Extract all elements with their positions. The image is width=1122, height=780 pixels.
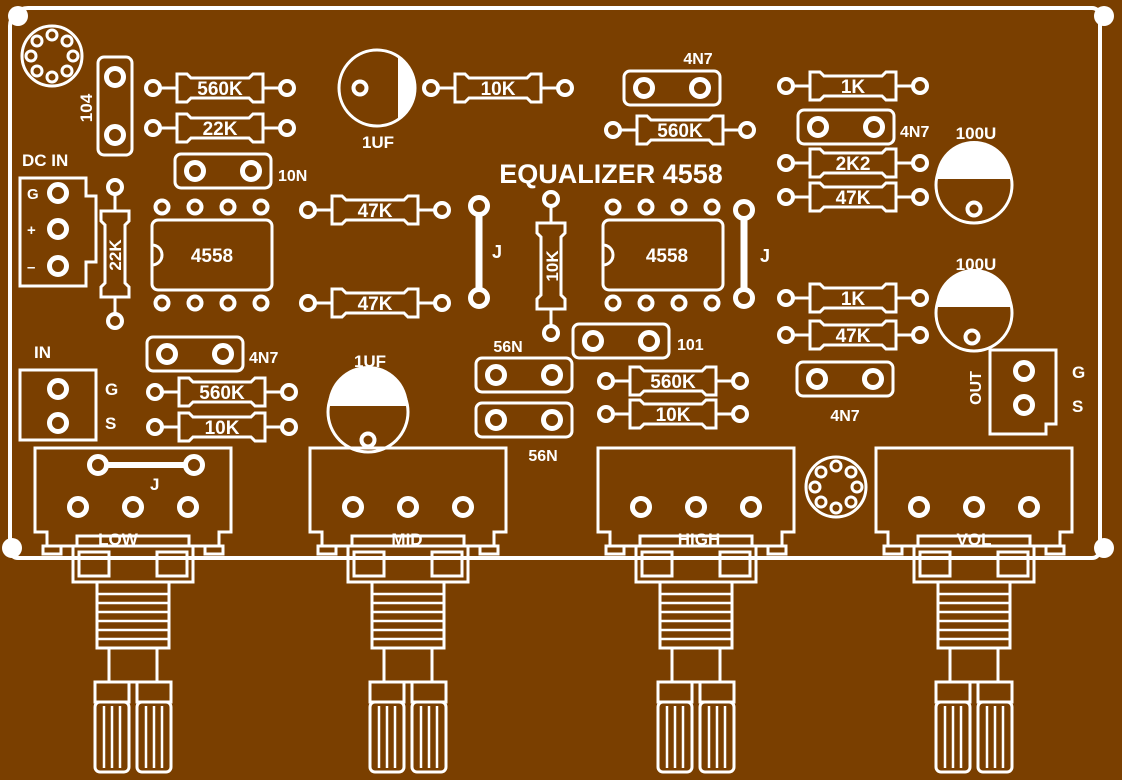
svg-text:56N: 56N bbox=[493, 339, 522, 356]
resistor-22k: 22K bbox=[144, 112, 296, 144]
resistor-47k-right-top: 47K bbox=[777, 181, 929, 213]
resistor-47k-right-lower: 47K bbox=[777, 319, 929, 351]
resistor-10k-vertical: 10K bbox=[535, 190, 567, 342]
dc-in-connector: DC IN G + – bbox=[18, 151, 98, 288]
pot-vol: VOL bbox=[876, 448, 1072, 772]
svg-text:560K: 560K bbox=[199, 383, 245, 404]
capacitor-100u-lower: 100U bbox=[934, 255, 1014, 353]
svg-text:OUT: OUT bbox=[968, 371, 985, 405]
capacitor-104-label: 104 bbox=[77, 93, 96, 122]
svg-text:4558: 4558 bbox=[191, 246, 233, 267]
mounting-hole-top-left bbox=[20, 24, 84, 88]
svg-text:101: 101 bbox=[677, 337, 704, 354]
input-connector: IN G S bbox=[18, 343, 118, 442]
svg-text:G: G bbox=[1072, 363, 1085, 382]
svg-text:IN: IN bbox=[34, 343, 51, 362]
svg-text:47K: 47K bbox=[358, 201, 393, 222]
resistor-22k-vertical: 22K bbox=[99, 178, 131, 330]
svg-text:VOL: VOL bbox=[957, 530, 992, 549]
resistor-47k-upper: 47K bbox=[299, 194, 451, 226]
pot-low: J LOW bbox=[35, 448, 231, 772]
resistor-2k2: 2K2 bbox=[777, 147, 929, 179]
capacitor-4n7-right: 4N7 bbox=[798, 110, 929, 144]
capacitor-1uf-lower: 1UF bbox=[326, 352, 410, 454]
svg-text:S: S bbox=[1072, 397, 1083, 416]
svg-text:MID: MID bbox=[391, 530, 422, 549]
svg-text:100U: 100U bbox=[956, 124, 997, 143]
svg-text:22K: 22K bbox=[203, 119, 238, 140]
ic-4558-right: 4558 bbox=[603, 201, 723, 310]
resistor-560k-top: 560K bbox=[144, 72, 296, 104]
board-title: EQUALIZER 4558 bbox=[499, 159, 723, 189]
capacitor-4n7-top: 4N7 bbox=[624, 51, 720, 105]
pot-high: HIGH bbox=[598, 448, 794, 772]
svg-text:22K: 22K bbox=[106, 239, 125, 271]
capacitor-104: 104 bbox=[77, 55, 134, 157]
resistor-1k-lower: 1K bbox=[777, 282, 929, 314]
capacitor-4n7-left: 4N7 bbox=[147, 337, 278, 371]
svg-text:G: G bbox=[105, 380, 118, 399]
pot-mid: MID bbox=[310, 448, 506, 772]
mounting-hole-center bbox=[804, 455, 868, 519]
svg-text:4N7: 4N7 bbox=[683, 51, 712, 68]
svg-text:1UF: 1UF bbox=[362, 133, 394, 152]
svg-text:1K: 1K bbox=[841, 77, 866, 98]
resistor-10k-top: 10K bbox=[422, 72, 574, 104]
svg-text:10K: 10K bbox=[205, 418, 240, 439]
svg-text:10K: 10K bbox=[481, 79, 516, 100]
svg-text:1K: 1K bbox=[841, 289, 866, 310]
board-outline bbox=[2, 6, 1114, 560]
ic-4558-left: 4558 bbox=[152, 201, 272, 310]
resistor-10k-lower-left: 10K bbox=[146, 411, 298, 443]
svg-text:10K: 10K bbox=[543, 250, 562, 282]
capacitor-100u-top: 100U bbox=[934, 124, 1014, 225]
svg-text:56N: 56N bbox=[528, 448, 557, 465]
capacitor-101: 101 bbox=[573, 324, 704, 358]
svg-text:47K: 47K bbox=[836, 326, 871, 347]
svg-text:4N7: 4N7 bbox=[900, 124, 929, 141]
svg-text:J: J bbox=[150, 475, 159, 494]
svg-text:4N7: 4N7 bbox=[249, 350, 278, 367]
resistor-10k-lower-mid: 10K bbox=[597, 398, 749, 430]
svg-text:47K: 47K bbox=[358, 294, 393, 315]
svg-text:2K2: 2K2 bbox=[836, 154, 871, 175]
svg-text:4N7: 4N7 bbox=[830, 408, 859, 425]
svg-text:10N: 10N bbox=[278, 168, 307, 185]
capacitor-1uf-top: 1UF bbox=[337, 48, 417, 152]
output-connector: OUT G S bbox=[968, 348, 1085, 436]
resistor-560k-lower-left: 560K bbox=[146, 376, 298, 408]
svg-text:560K: 560K bbox=[657, 121, 703, 142]
svg-text:J: J bbox=[492, 242, 502, 262]
resistor-560k-upper-right: 560K bbox=[604, 114, 756, 146]
svg-text:LOW: LOW bbox=[98, 530, 139, 549]
dc-in-pin-g: G bbox=[27, 186, 39, 203]
resistor-560k-lower-mid: 560K bbox=[597, 365, 749, 397]
jumper-1: J bbox=[471, 198, 502, 307]
capacitor-56n-lower: 56N bbox=[476, 403, 572, 465]
svg-text:1UF: 1UF bbox=[354, 352, 386, 371]
jumper-2: J bbox=[736, 202, 770, 307]
svg-text:J: J bbox=[760, 246, 770, 266]
svg-text:HIGH: HIGH bbox=[678, 530, 721, 549]
capacitor-4n7-lower-right: 4N7 bbox=[797, 362, 893, 425]
dc-in-label: DC IN bbox=[22, 151, 68, 170]
svg-text:4558: 4558 bbox=[646, 246, 688, 267]
resistor-1k-top: 1K bbox=[777, 70, 929, 102]
svg-text:47K: 47K bbox=[836, 188, 871, 209]
dc-in-pin-minus: – bbox=[27, 259, 35, 276]
dc-in-pin-plus: + bbox=[27, 222, 36, 239]
resistor-47k-lower: 47K bbox=[299, 287, 451, 319]
svg-text:S: S bbox=[105, 414, 116, 433]
svg-text:560K: 560K bbox=[197, 79, 243, 100]
svg-text:560K: 560K bbox=[650, 372, 696, 393]
svg-text:100U: 100U bbox=[956, 255, 997, 274]
svg-text:10K: 10K bbox=[656, 405, 691, 426]
capacitor-56n-upper: 56N bbox=[476, 339, 572, 392]
capacitor-10n: 10N bbox=[175, 154, 307, 188]
